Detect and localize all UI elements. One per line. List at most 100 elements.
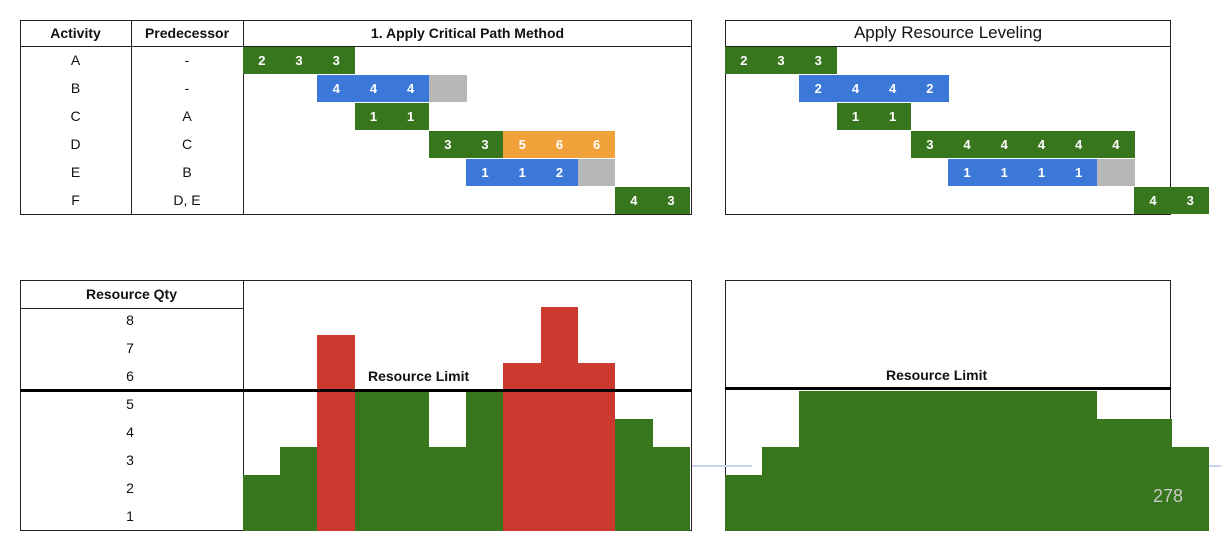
gantt-cell: 4 <box>1097 130 1135 158</box>
column-divider <box>131 20 132 215</box>
histogram-column <box>948 391 986 531</box>
predecessor-cell: A <box>182 108 192 124</box>
qty-header-divider <box>20 308 243 309</box>
histogram-column <box>873 391 912 531</box>
gantt-cell: 3 <box>762 46 800 74</box>
histogram-column <box>243 475 281 531</box>
activity-cell: C <box>70 108 81 124</box>
leveling-table <box>725 20 1171 215</box>
gantt-cell: 4 <box>317 74 356 102</box>
gantt-cell: 1 <box>466 158 504 186</box>
gantt-cell: 3 <box>652 186 690 214</box>
gantt-cell: 4 <box>1022 130 1061 158</box>
histogram-column <box>762 447 800 531</box>
cpm-header: 1. Apply Critical Path Method <box>370 25 565 41</box>
resource-limit-line <box>725 387 1171 390</box>
gantt-cell: 1 <box>1022 158 1061 186</box>
gantt-cell: 3 <box>466 130 504 158</box>
predecessor-cell: - <box>184 52 190 68</box>
qty-label: 5 <box>126 396 134 412</box>
gantt-cell: 3 <box>429 130 467 158</box>
qty-column-divider <box>243 280 244 531</box>
activity-cell: F <box>71 192 80 208</box>
gantt-cell: 1 <box>354 102 393 130</box>
gantt-cell: 2 <box>799 74 838 102</box>
gantt-cell: 1 <box>1059 158 1098 186</box>
predecessor-header: Predecessor <box>144 25 230 41</box>
histogram-column <box>1022 391 1061 531</box>
page-number: 278 <box>1153 486 1184 506</box>
gantt-cell: 3 <box>911 130 949 158</box>
gantt-cell: 1 <box>503 158 542 186</box>
gantt-cell: 3 <box>280 46 318 74</box>
table-header-divider <box>20 46 692 47</box>
histogram-column <box>1097 419 1135 531</box>
gantt-cell: 2 <box>911 74 949 102</box>
predecessor-cell: B <box>182 164 192 180</box>
float-cell <box>577 158 616 186</box>
column-divider <box>243 20 244 215</box>
gantt-cell: 1 <box>985 158 1024 186</box>
activity-cell: D <box>70 136 81 152</box>
activity-cell: E <box>70 164 81 180</box>
gantt-cell: 2 <box>243 46 281 74</box>
histogram-column <box>354 391 393 531</box>
gantt-cell: 6 <box>540 130 579 158</box>
gantt-cell: 4 <box>985 130 1024 158</box>
cpm-table <box>20 20 692 215</box>
gantt-cell: 4 <box>1134 186 1172 214</box>
gantt-cell: 2 <box>725 46 763 74</box>
resource-limit-line <box>20 389 692 392</box>
gantt-cell: 1 <box>391 102 430 130</box>
activity-cell: A <box>70 52 81 68</box>
histogram-column <box>799 391 838 531</box>
gantt-cell: 2 <box>540 158 579 186</box>
qty-label: 7 <box>126 340 134 356</box>
resource-qty-header: Resource Qty <box>85 286 178 302</box>
gantt-cell: 4 <box>615 186 653 214</box>
predecessor-cell: D, E <box>173 192 201 208</box>
gantt-cell: 4 <box>391 74 430 102</box>
histogram-column <box>615 419 653 531</box>
histogram-column <box>429 447 467 531</box>
gantt-cell: 1 <box>948 158 986 186</box>
histogram-column <box>911 391 949 531</box>
histogram-column <box>391 391 430 531</box>
slide-decoration-line <box>692 465 752 467</box>
histogram-column <box>540 307 579 531</box>
activity-header: Activity <box>50 25 101 41</box>
gantt-cell: 4 <box>873 74 912 102</box>
histogram-column <box>280 447 318 531</box>
histogram-column <box>725 475 763 531</box>
float-cell <box>1097 158 1135 186</box>
gantt-cell: 4 <box>948 130 986 158</box>
qty-label: 4 <box>126 424 134 440</box>
histogram-column <box>466 391 504 531</box>
gantt-cell: 5 <box>503 130 542 158</box>
histogram-column <box>836 391 875 531</box>
gantt-cell: 3 <box>317 46 356 74</box>
histogram-column <box>317 335 356 531</box>
leveling-header-divider <box>725 46 1171 47</box>
gantt-cell: 6 <box>577 130 616 158</box>
predecessor-cell: C <box>181 136 193 152</box>
gantt-cell: 4 <box>836 74 875 102</box>
activity-cell: B <box>70 80 81 96</box>
predecessor-cell: - <box>184 80 190 96</box>
float-cell <box>429 74 467 102</box>
qty-label: 8 <box>126 312 134 328</box>
resource-limit-label: Resource Limit <box>886 367 988 383</box>
gantt-cell: 1 <box>873 102 912 130</box>
histogram-column <box>652 447 690 531</box>
histogram-column <box>1134 419 1172 531</box>
qty-label: 6 <box>126 368 134 384</box>
gantt-cell: 3 <box>799 46 838 74</box>
histogram-column <box>1059 391 1098 531</box>
gantt-cell: 4 <box>1059 130 1098 158</box>
resource-limit-label: Resource Limit <box>368 368 470 384</box>
gantt-cell: 4 <box>354 74 393 102</box>
qty-label: 1 <box>126 508 134 524</box>
histogram-column <box>985 391 1024 531</box>
gantt-cell: 3 <box>1171 186 1210 214</box>
qty-label: 2 <box>126 480 134 496</box>
